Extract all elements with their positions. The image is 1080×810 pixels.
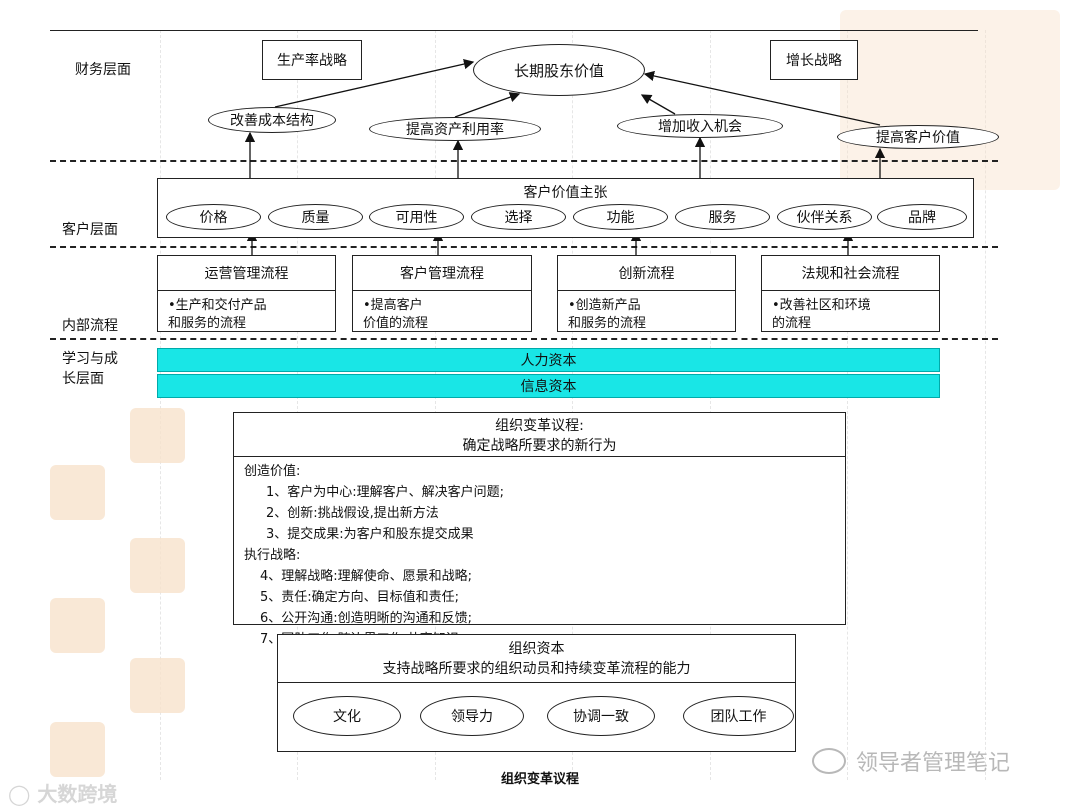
financial-objective-ellipse: 增加收入机会 <box>617 114 783 138</box>
watermark-left: ◯ 大数跨境 <box>8 778 117 807</box>
layer-label-learning-2: 长层面 <box>62 371 104 387</box>
customer-value-ellipse: 可用性 <box>369 204 464 230</box>
agenda-item: 1、客户为中心:理解客户、解决客户问题; <box>266 485 505 500</box>
layer-label-financial: 财务层面 <box>75 62 131 78</box>
layer-label-customer: 客户层面 <box>62 222 118 238</box>
customer-value-proposition-title: 客户价值主张 <box>523 185 608 201</box>
process-title: 客户管理流程 <box>353 256 531 291</box>
org-capital-ellipse: 团队工作 <box>683 696 794 736</box>
background-gridline <box>847 30 848 780</box>
layer-separator <box>50 160 998 162</box>
change-agenda-box: 组织变革议程: 确定战略所要求的新行为 创造价值: 1、客户为中心:理解客户、解… <box>233 412 846 647</box>
customer-value-ellipse: 选择 <box>471 204 566 230</box>
process-box-regulatory: 法规和社会流程 •改善社区和环境 的流程 <box>761 255 940 332</box>
layer-separator <box>50 246 998 248</box>
process-description: •创造新产品 <box>568 298 641 313</box>
change-agenda-title: 组织变革议程: <box>495 418 584 434</box>
seal-watermark <box>130 538 185 593</box>
background-gridline <box>572 30 573 780</box>
seal-watermark <box>130 408 185 463</box>
change-agenda-list: 创造价值: 1、客户为中心:理解客户、解决客户问题; 2、创新:挑战假设,提出新… <box>234 457 845 650</box>
background-gridline <box>435 30 436 780</box>
weibo-icon: ◯ <box>8 782 31 806</box>
customer-value-ellipse: 价格 <box>166 204 261 230</box>
process-description: •生产和交付产品 <box>168 298 267 313</box>
seal-watermark <box>50 598 105 653</box>
org-capital-ellipse: 领导力 <box>420 696 524 736</box>
layer-label-internal: 内部流程 <box>62 318 118 334</box>
agenda-item: 5、责任:确定方向、目标值和责任; <box>260 590 460 605</box>
process-description: 和服务的流程 <box>168 316 247 331</box>
agenda-section-heading: 执行战略: <box>244 548 301 563</box>
process-box-customer: 客户管理流程 •提高客户 价值的流程 <box>352 255 532 332</box>
background-gridline <box>160 30 161 780</box>
process-description: •提高客户 <box>363 298 423 313</box>
change-agenda-header: 组织变革议程: 确定战略所要求的新行为 <box>234 413 845 457</box>
customer-value-ellipse: 服务 <box>675 204 770 230</box>
process-box-innovation: 创新流程 •创造新产品 和服务的流程 <box>557 255 736 332</box>
seal-watermark <box>50 465 105 520</box>
watermark-left-text: 大数跨境 <box>37 782 118 806</box>
process-box-operations: 运营管理流程 •生产和交付产品 和服务的流程 <box>157 255 336 332</box>
growth-strategy-box: 增长战略 <box>770 40 858 80</box>
agenda-item: 2、创新:挑战假设,提出新方法 <box>266 506 439 521</box>
seal-watermark <box>50 722 105 777</box>
financial-objective-ellipse: 提高客户价值 <box>837 125 999 149</box>
process-description: 和服务的流程 <box>568 316 647 331</box>
organization-capital-subtitle: 支持战略所要求的组织动员和持续变革流程的能力 <box>382 661 691 677</box>
process-title: 法规和社会流程 <box>762 256 939 291</box>
process-description: 价值的流程 <box>363 316 429 331</box>
top-rule <box>50 30 978 31</box>
background-gridline <box>710 30 711 780</box>
figure-caption: 组织变革议程 <box>500 772 579 787</box>
agenda-item: 3、提交成果:为客户和股东提交成果 <box>266 527 474 542</box>
layer-label-learning-1: 学习与成 <box>62 351 118 367</box>
org-capital-ellipse: 文化 <box>293 696 401 736</box>
background-gridline <box>297 30 298 780</box>
customer-value-ellipse: 品牌 <box>877 204 967 230</box>
wechat-icon <box>812 748 846 774</box>
human-capital-bar: 人力资本 <box>157 348 940 372</box>
watermark-right: 领导者管理笔记 <box>812 745 1010 777</box>
process-title: 创新流程 <box>558 256 735 291</box>
organization-capital-title: 组织资本 <box>508 641 565 657</box>
layer-separator <box>50 338 998 340</box>
seal-watermark <box>130 658 185 713</box>
customer-value-ellipse: 质量 <box>268 204 363 230</box>
org-capital-ellipse: 协调一致 <box>547 696 655 736</box>
change-agenda-subtitle: 确定战略所要求的新行为 <box>462 438 617 454</box>
agenda-item: 4、理解战略:理解使命、愿景和战略; <box>260 569 473 584</box>
process-description: •改善社区和环境 <box>772 298 871 313</box>
process-title: 运营管理流程 <box>158 256 335 291</box>
watermark-right-text: 领导者管理笔记 <box>856 751 1011 776</box>
background-gridline <box>985 30 986 780</box>
productivity-strategy-box: 生产率战略 <box>262 40 362 80</box>
customer-value-ellipse: 功能 <box>573 204 668 230</box>
financial-objective-ellipse: 改善成本结构 <box>208 107 336 133</box>
agenda-section-heading: 创造价值: <box>244 464 301 479</box>
financial-objective-ellipse: 提高资产利用率 <box>369 117 541 141</box>
process-description: 的流程 <box>772 316 812 331</box>
agenda-item: 6、公开沟通:创造明晰的沟通和反馈; <box>260 611 473 626</box>
customer-value-ellipse: 伙伴关系 <box>777 204 872 230</box>
organization-capital-header: 组织资本 支持战略所要求的组织动员和持续变革流程的能力 <box>278 635 795 683</box>
shareholder-value-ellipse: 长期股东价值 <box>473 44 645 96</box>
information-capital-bar: 信息资本 <box>157 374 940 398</box>
